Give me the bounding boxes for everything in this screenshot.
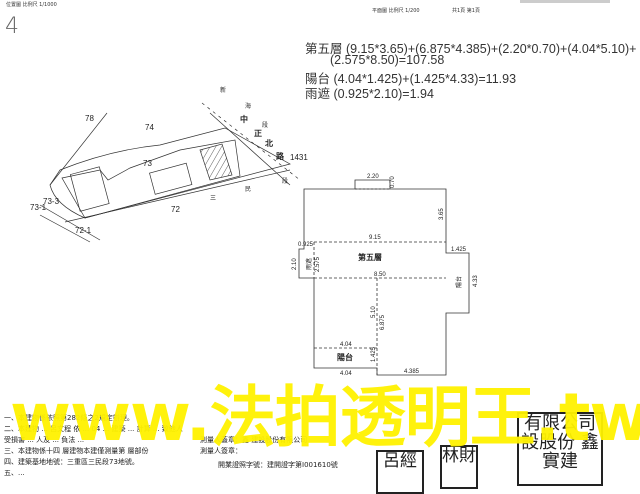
- dim: 4.04: [340, 342, 352, 348]
- dim: 4.04: [340, 371, 352, 377]
- site-plan: [39, 102, 301, 243]
- dim: 0.925: [298, 242, 314, 248]
- balcony-formula: 陽台 (4.04*1.425)+(1.425*4.33)=11.93: [305, 72, 517, 86]
- road-char: 路: [276, 151, 285, 161]
- note-2: 二、本建物 ... 呂文程 依 ... 04 ... 建築 ... 計算 ...…: [4, 425, 183, 433]
- dim: 4.385: [404, 369, 420, 375]
- canopy-label: 雨遮: [305, 258, 313, 270]
- road-char: 民: [245, 186, 251, 193]
- note-4: 四、建築基地地號：三重區三民段73地號。: [4, 458, 139, 466]
- dim: 1.425: [371, 346, 377, 362]
- page-info: 共1頁 第1頁: [452, 8, 480, 14]
- floor-plan-scale: 平面圖 比例尺 1/200: [372, 8, 420, 14]
- dim: 3.65: [439, 208, 445, 220]
- road-char: 段: [282, 177, 288, 185]
- dim: 0.70: [390, 176, 396, 188]
- note-1: 一、本建物係依照第282條之2規定辦理。: [4, 414, 134, 422]
- floor5-formula-line2: (2.575*8.50)=107.58: [330, 53, 445, 67]
- stamp-3: 有限公司 設股份 鑫實建: [517, 412, 603, 486]
- license-number: 開業證照字號：建開證字第I001610號: [218, 461, 338, 469]
- lot-1431: 1431: [290, 153, 308, 162]
- building-footprint: [61, 139, 241, 219]
- page-mark: 4: [5, 14, 19, 39]
- dim: 2.575: [315, 256, 321, 272]
- lot-72: 72: [171, 205, 180, 214]
- drawing-canvas: 78 74 73 72 73-3 73-1 72-1 1431 新 海 中 正 …: [30, 86, 479, 377]
- road-char: 新: [220, 86, 226, 94]
- canopy-formula: 雨遮 (0.925*2.10)=1.94: [305, 87, 434, 101]
- lot-73-1: 73-1: [30, 203, 47, 212]
- road-char: 海: [245, 102, 251, 110]
- road-char: 北: [265, 138, 273, 148]
- surveyor-person: 測量人簽章：: [200, 447, 242, 455]
- dim: 8.50: [374, 272, 386, 278]
- surveyor-seal: 測量人蓋章：鑫 建設股份有限公司: [200, 436, 308, 444]
- dim: 2.20: [367, 174, 379, 180]
- road-char: 正: [254, 129, 262, 138]
- note-3: 三、本建物係十四 層建物本建僅測量第 層部份: [4, 447, 149, 455]
- lot-boundary-72: [64, 169, 291, 223]
- lot-73-3: 73-3: [43, 197, 60, 206]
- balcony-label: 陽台: [337, 352, 353, 362]
- lot-boundary-73-1: [39, 214, 91, 243]
- road-char: 段: [262, 121, 268, 129]
- floor5-formula-line1: 第五層 (9.15*3.65)+(6.875*4.385)+(2.20*0.70…: [305, 42, 637, 56]
- note-2-cont: 受損害 ... 人及 ... 負法 ...: [4, 436, 85, 444]
- lot-73-outline: [49, 127, 291, 219]
- watermark: www.法拍透明王.tw: [10, 379, 640, 456]
- dim: 5.10: [371, 306, 377, 318]
- road-char: 三: [210, 195, 216, 202]
- lot-boundary-78: [49, 112, 108, 186]
- building-part: [69, 166, 110, 212]
- building-part: [149, 162, 193, 195]
- dim: 4.33: [473, 275, 479, 287]
- balcony-right-label: 陽台: [455, 276, 463, 288]
- floor-plan: [298, 179, 470, 376]
- lot-74: 74: [145, 123, 154, 132]
- floor-outline: [298, 188, 470, 376]
- top-bay: [354, 179, 391, 189]
- lot-72-1: 72-1: [75, 226, 92, 235]
- dim: 1.425: [451, 247, 467, 253]
- dim: 6.875: [380, 314, 386, 330]
- lot-78: 78: [85, 114, 94, 123]
- stamp-1: 呂經: [376, 450, 424, 494]
- note-5: 五、...: [4, 469, 25, 477]
- scan-edge: [520, 0, 610, 3]
- dim: 9.15: [369, 235, 381, 241]
- road-char: 中: [240, 114, 248, 124]
- site-plan-scale: 位置圖 比例尺 1/1000: [6, 2, 57, 8]
- floor-label: 第五層: [358, 252, 382, 262]
- dim: 2.10: [292, 258, 298, 270]
- lot-boundary-72-1: [39, 204, 101, 241]
- subject-unit-hatch: [199, 143, 233, 181]
- lot-73: 73: [143, 159, 152, 168]
